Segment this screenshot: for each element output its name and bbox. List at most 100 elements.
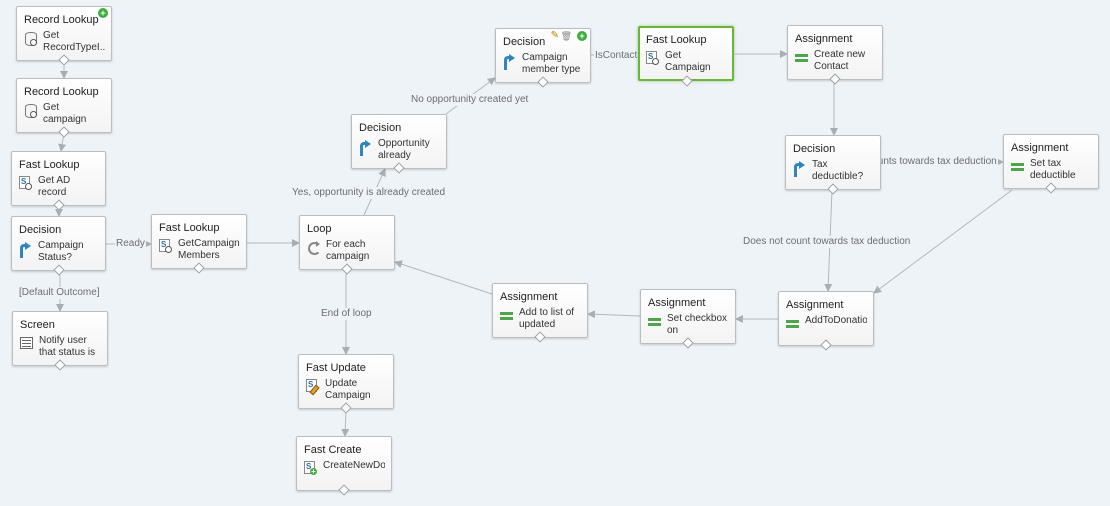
element-body: Update Campaign M... [306, 378, 387, 401]
element-body: Set checkbox on Campaign... [648, 313, 729, 336]
element-type-label: Screen [20, 319, 55, 331]
assignment-icon [1011, 159, 1025, 175]
element-body: Create new Contact Don... [795, 49, 876, 72]
delete-icon[interactable]: 🗑 [560, 31, 572, 41]
element-body: Add to list of updated Cam... [500, 307, 581, 330]
assignment-icon [648, 314, 662, 330]
element-label: Set checkbox on Campaign... [667, 313, 728, 336]
element-label: AddToDonationsList [805, 315, 867, 326]
element-type-label: Fast Lookup [159, 222, 220, 234]
assignment-icon [786, 316, 800, 332]
element-label: Update Campaign M... [325, 378, 371, 401]
element-label: Set tax deductible [1030, 158, 1076, 181]
element-type-label: Assignment [648, 297, 706, 309]
element-label: CreateNewDonations [323, 460, 385, 471]
connector-label-n7-n8[interactable]: Yes, opportunity is already created [291, 187, 447, 199]
element-body: Get Campaign Member Cont... [646, 50, 727, 73]
element-label: Opportunity already creat... [378, 138, 430, 161]
connector-label-n7-n17[interactable]: End of loop [320, 308, 373, 320]
element-label: Campaign Status? [38, 240, 84, 263]
loop-icon [307, 240, 321, 256]
flow-element-fast-lookup[interactable]: Fast LookupGetCampaign Members [151, 214, 247, 274]
element-body: Get AD record [19, 175, 99, 198]
element-label: Create new Contact Don... [814, 49, 866, 72]
element-type-label: Decision [503, 36, 546, 48]
element-body: Opportunity already creat... [359, 138, 440, 161]
decision-icon [359, 139, 373, 156]
connector-n16-n7[interactable] [394, 260, 493, 295]
element-label: Add to list of updated Cam... [519, 307, 575, 330]
element-body: Notify user that status is not ... [20, 335, 101, 358]
connector-label-n8-n9[interactable]: No opportunity created yet [410, 94, 530, 106]
record-lookup-icon [24, 31, 38, 47]
element-type-label: Fast Create [304, 444, 362, 456]
element-type-label: Decision [359, 122, 402, 134]
element-type-label: Fast Update [306, 362, 366, 374]
element-body: CreateNewDonations [304, 460, 385, 477]
edit-icon[interactable]: ✎ [550, 30, 559, 41]
connector-n15-n16[interactable] [587, 310, 641, 319]
connector-label-n12-n13[interactable]: Counts towards tax deduction [864, 156, 998, 168]
element-label: Get Campaign Member Cont... [665, 50, 711, 73]
fast-create-icon [304, 461, 318, 477]
element-type-label: Decision [19, 224, 62, 236]
decision-icon [503, 53, 517, 70]
element-type-label: Assignment [795, 33, 853, 45]
element-type-label: Record Lookup [24, 86, 99, 98]
element-type-label: Record Lookup [24, 14, 99, 26]
element-type-label: Fast Lookup [19, 159, 80, 171]
element-label: Get AD record [38, 175, 71, 198]
element-body: Get RecordTypeI... [24, 30, 105, 53]
element-body: Set tax deductible [1011, 158, 1092, 181]
flow-element-fast-create[interactable]: Fast CreateCreateNewDonations [296, 436, 392, 496]
element-body: Campaign member type [503, 52, 584, 75]
element-type-label: Fast Lookup [646, 34, 707, 46]
record-lookup-icon [24, 103, 38, 119]
fast-lookup-icon [159, 239, 173, 255]
element-label: GetCampaign Members [178, 238, 240, 261]
connector-label-n4-n6[interactable]: Ready [115, 238, 146, 250]
connector-label-n12-n14[interactable]: Does not count towards tax deduction [742, 236, 912, 248]
element-label: Get RecordTypeI... [43, 30, 105, 53]
flow-element-assignment[interactable]: AssignmentAddToDonationsList [778, 291, 874, 351]
flow-element-fast-update[interactable]: Fast UpdateUpdate Campaign M... [298, 354, 394, 414]
element-label: Campaign member type [522, 52, 581, 75]
add-element-icon[interactable]: + [98, 8, 108, 18]
element-body: Get campaign details [24, 102, 105, 125]
element-body: For each campaign me... [307, 239, 388, 262]
fast-lookup-icon [19, 176, 33, 192]
element-body: Tax deductible? [793, 159, 874, 182]
element-body: GetCampaign Members [159, 238, 240, 261]
connector-label-n9-n10[interactable]: IsContact [594, 50, 639, 62]
screen-icon [20, 336, 34, 352]
connector-label-n4-n5[interactable]: [Default Outcome] [18, 287, 101, 299]
element-body: AddToDonationsList [786, 315, 867, 332]
fast-lookup-icon [646, 51, 660, 67]
add-element-icon[interactable]: + [577, 31, 587, 41]
connector-n13-n14[interactable] [873, 189, 1013, 294]
element-label: Tax deductible? [812, 159, 864, 182]
fast-update-icon [306, 379, 320, 395]
element-label: Get campaign details [43, 102, 87, 125]
element-type-label: Decision [793, 143, 836, 155]
element-type-label: Assignment [786, 299, 844, 311]
element-type-label: Assignment [500, 291, 558, 303]
assignment-icon [500, 308, 514, 324]
element-type-label: Loop [307, 223, 332, 235]
decision-icon [793, 160, 807, 177]
